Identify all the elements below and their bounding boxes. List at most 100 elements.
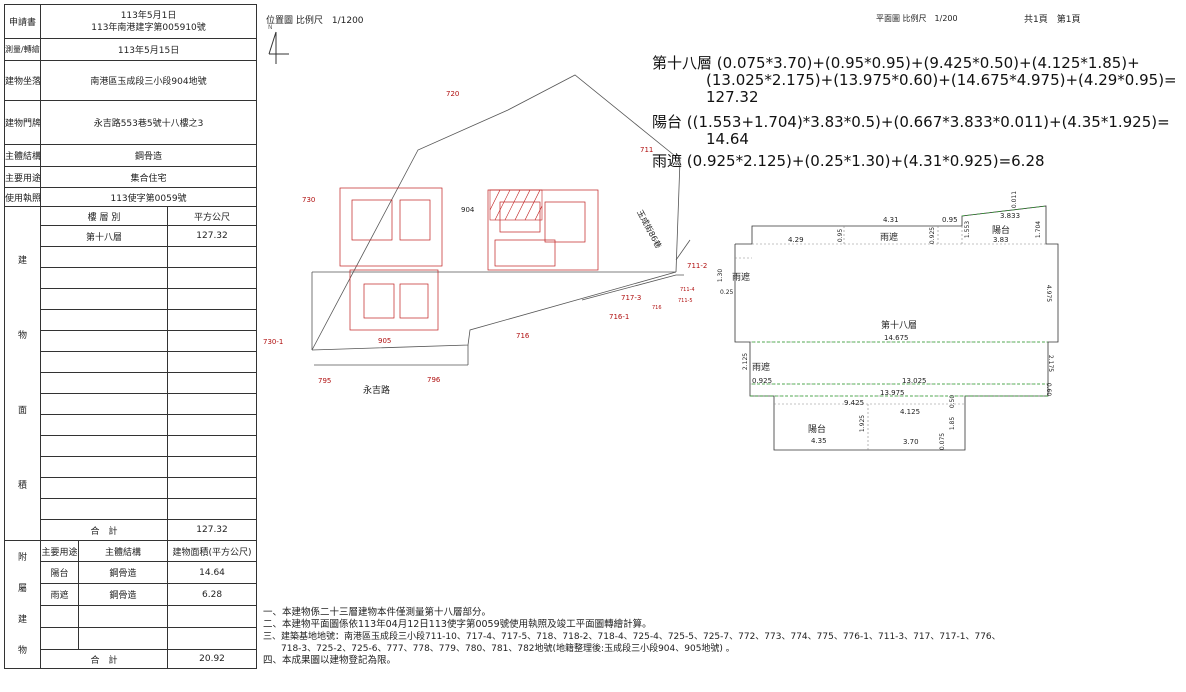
area-row-empty	[40, 246, 168, 268]
dim-label: 3.83	[993, 236, 1009, 244]
annex-col-structure: 主體結構	[78, 540, 168, 562]
area-row-empty	[40, 498, 168, 520]
parcel-label: 904	[461, 206, 475, 214]
area-row-empty	[40, 393, 168, 415]
structure-label: 主體結構	[4, 144, 41, 167]
parcel-label: 711-4	[680, 287, 695, 293]
annex-row-empty	[78, 605, 168, 628]
dim-label: 9.425	[844, 399, 865, 407]
dim-label: 13.025	[902, 377, 927, 385]
annex-side-char: 建	[17, 614, 27, 625]
area-row-empty	[166, 267, 258, 289]
parcel-label: 711	[640, 146, 654, 154]
area-row-empty	[40, 456, 168, 478]
address-value: 永吉路553巷5號十八樓之3	[39, 100, 258, 145]
area-row-empty	[166, 372, 258, 394]
area-col-floor: 樓 層 別	[40, 206, 168, 226]
area-row-empty	[40, 477, 168, 499]
dim-label: 4.31	[883, 216, 899, 224]
formula-floor18: 第十八層 (0.075*3.70)+(0.95*0.95)+(9.425*0.5…	[652, 55, 1140, 72]
annex-row-use: 雨遮	[40, 583, 79, 606]
formula-line: ((1.553+1.704)*3.83*0.5)+(0.667*3.833*0.…	[686, 113, 1170, 131]
annex-side-char: 物	[17, 645, 27, 656]
location-map	[311, 74, 691, 366]
area-total-label: 合 計	[40, 519, 168, 541]
dim-label: 0.60	[1045, 382, 1053, 397]
dim-label: 14.675	[884, 334, 909, 342]
dim-label: 4.29	[788, 236, 804, 244]
formula-label: 第十八層	[652, 54, 713, 72]
dim-label: 0.925	[929, 226, 937, 245]
annex-col-use: 主要用途	[40, 540, 79, 562]
area-col-sqm: 平方公尺	[166, 206, 258, 226]
plan-canopy-top: 雨遮	[880, 233, 899, 243]
area-row-empty	[40, 435, 168, 457]
formula-line: (0.075*3.70)+(0.95*0.95)+(9.425*0.50)+(4…	[716, 54, 1140, 72]
dim-label: 0.50	[949, 394, 957, 409]
dim-label: 1.30	[717, 268, 725, 283]
plan-canopy-mid: 雨遮	[752, 363, 771, 373]
parcel-label: 730	[302, 196, 316, 204]
dim-label: 0.075	[939, 432, 947, 451]
floor-plan-scale: 平面圖 比例尺 1/200	[876, 14, 958, 23]
area-row-empty	[166, 498, 258, 520]
north-label: N	[268, 24, 273, 31]
note-line: 一、本建物係二十三層建物本件僅測量第十八層部分。	[263, 607, 492, 618]
location-map-scale: 位置圖 比例尺 1/1200	[266, 16, 364, 26]
annex-row-use: 陽台	[40, 561, 79, 584]
license-value: 113使字第0059號	[39, 187, 258, 207]
area-side-char: 建	[17, 255, 27, 266]
dim-label: 1.553	[964, 220, 972, 239]
area-row-empty	[166, 456, 258, 478]
annex-col-area: 建物面積(平方公尺)	[166, 540, 258, 562]
area-row-empty	[40, 414, 168, 436]
formula-line: 127.32	[706, 88, 759, 106]
note-line: 三、建築基地地號：南港區玉成段三小段711-10、717-4、717-5、718…	[263, 632, 1001, 642]
dim-label: 0.25	[720, 289, 734, 296]
area-row-empty	[166, 351, 258, 373]
floor-plan	[734, 205, 1059, 451]
annex-row-empty	[166, 627, 258, 650]
area-row-empty	[40, 372, 168, 394]
use-label: 主要用途	[4, 166, 41, 188]
area-row-empty	[40, 351, 168, 373]
dim-label: 0.011	[1011, 190, 1019, 209]
formula-line: (0.925*2.125)+(0.25*1.30)+(4.31*0.925)=6…	[686, 152, 1045, 170]
area-row-empty	[40, 267, 168, 289]
dim-label: 0.95	[837, 228, 845, 243]
area-row-empty	[40, 288, 168, 310]
formula-balcony: 陽台 ((1.553+1.704)*3.83*0.5)+(0.667*3.833…	[652, 114, 1170, 131]
applicant-number: 113年南港建字第005910號	[91, 22, 206, 33]
parcel-label: 717-3	[621, 294, 642, 302]
parcel-label: 796	[427, 376, 441, 384]
survey-date-label: 測量/轉繪日期	[4, 38, 41, 61]
annex-total-value: 20.92	[166, 649, 258, 669]
area-total-value: 127.32	[166, 519, 258, 541]
parcel-label: 720	[446, 90, 460, 98]
applicant-date: 113年5月1日	[120, 10, 177, 21]
area-side-label: 建 物 面 積	[4, 206, 41, 541]
annex-row-empty	[78, 627, 168, 650]
annex-row-structure: 鋼骨造	[78, 561, 168, 584]
dim-label: 4.975	[1045, 284, 1053, 303]
parcel-label: 711-2	[687, 262, 708, 270]
annex-side-char: 附	[17, 552, 27, 563]
road-main-label: 永吉路	[363, 386, 391, 396]
dim-label: 1.704	[1035, 220, 1043, 239]
parcel-label: 711-5	[678, 298, 693, 304]
formula-label: 雨遮	[652, 152, 683, 170]
dim-label: 3.70	[903, 438, 919, 446]
note-line: 四、本成果圖以建物登記為限。	[263, 655, 397, 666]
plan-balcony-bottom: 陽台	[808, 425, 827, 435]
dim-label: 4.125	[900, 408, 921, 416]
formula-label: 陽台	[652, 113, 683, 131]
area-side-char: 面	[17, 405, 27, 416]
use-value: 集合住宅	[39, 166, 258, 188]
note-line: 二、本建物平面圖係依113年04月12日113使字第0059號使用執照及竣工平面…	[263, 619, 652, 630]
annex-row-empty	[166, 605, 258, 628]
area-row-empty	[166, 288, 258, 310]
area-row-empty	[40, 330, 168, 352]
applicant-label: 申請書	[4, 4, 41, 39]
parcel-label: 716-1	[609, 313, 630, 321]
plan-main-label: 第十八層	[881, 321, 918, 331]
